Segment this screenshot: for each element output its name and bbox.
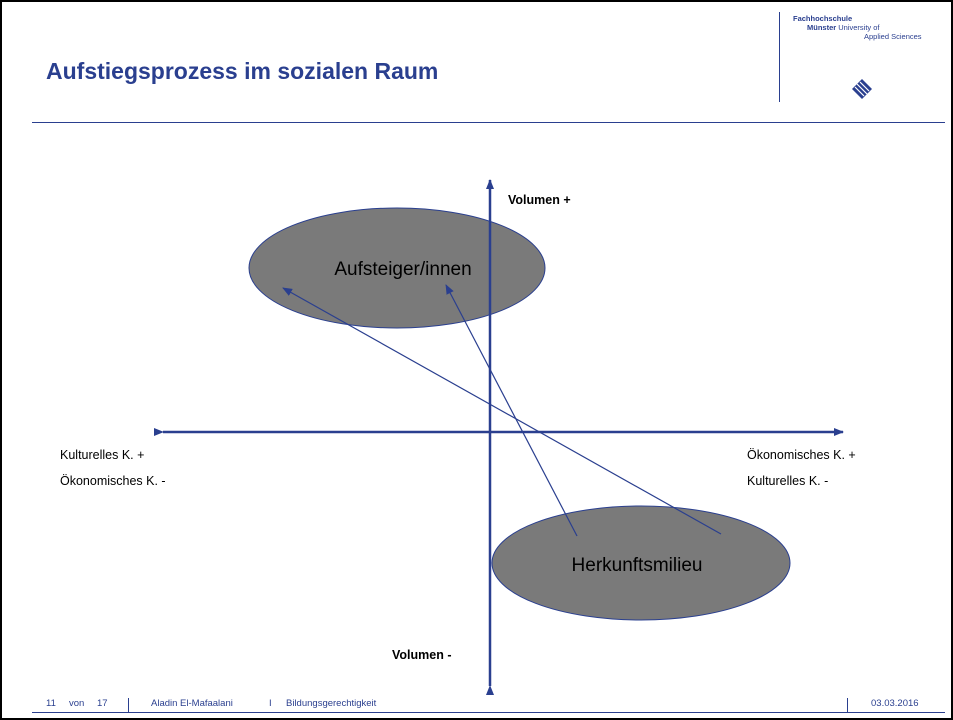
footer-page-number: 11 — [46, 698, 56, 709]
ellipse-top-label: Aufsteiger/innen — [334, 259, 471, 280]
footer-von: von — [69, 698, 85, 709]
logo-divider — [779, 12, 780, 102]
trajectory-arrow-1 — [282, 287, 722, 535]
header-divider — [32, 122, 945, 123]
footer-total: 17 — [97, 698, 108, 709]
trajectory-arrow-2 — [445, 284, 578, 537]
footer-tick-right — [847, 698, 848, 712]
logo-line-1: Fachhochschule — [793, 14, 853, 23]
x-axis-right-label-2: Kulturelles K. - — [747, 474, 829, 488]
logo-line-2-bold: Münster — [807, 23, 837, 32]
x-axis-right-label-1: Ökonomisches K. + — [747, 448, 856, 462]
ellipse-aufsteiger — [248, 207, 546, 329]
footer-separator: I — [269, 698, 272, 709]
footer-tick-left — [128, 698, 129, 712]
footer-author: Aladin El-Mafaalani — [151, 698, 233, 709]
footer-date: 03.03.2016 — [871, 698, 919, 709]
ellipse-bottom-label: Herkunftsmilieu — [572, 555, 703, 576]
footer-divider — [32, 712, 945, 713]
fh-diamond-logo-icon — [852, 79, 872, 99]
y-axis-top-label: Volumen + — [508, 193, 571, 207]
logo-line-3: Applied Sciences — [864, 32, 922, 41]
logo-line-2-rest: University of — [836, 23, 880, 32]
x-axis-left-label-1: Kulturelles K. + — [60, 448, 145, 462]
y-axis-bottom-label: Volumen - — [392, 648, 452, 662]
footer-topic: Bildungsgerechtigkeit — [286, 698, 377, 709]
x-axis-left-label-2: Ökonomisches K. - — [60, 474, 166, 488]
university-logo: Fachhochschule Münster University of App… — [793, 14, 951, 110]
logo-line-2: Münster University of — [807, 23, 880, 32]
slide-title: Aufstiegsprozess im sozialen Raum — [46, 58, 439, 84]
